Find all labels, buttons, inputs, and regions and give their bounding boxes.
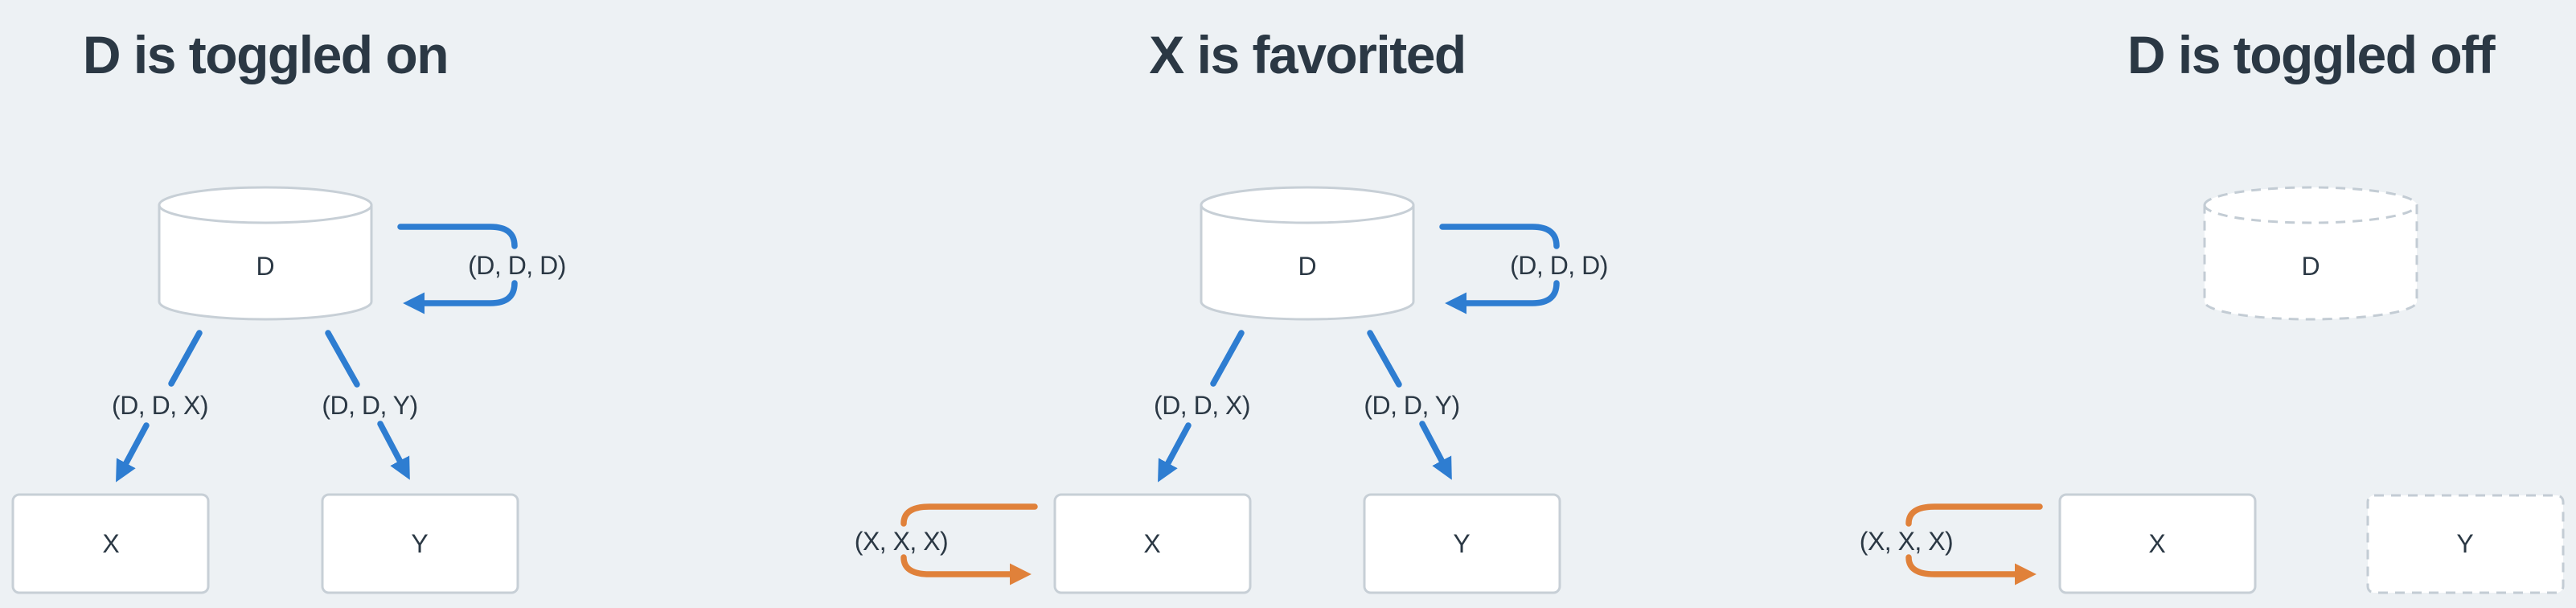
node-label-d: D — [2301, 252, 2320, 281]
panel-d-toggled-on: D is toggled on D (D, D, D) (D, D, X) (D… — [11, 25, 566, 594]
self-loop-d: (D, D, D) — [1439, 224, 1608, 314]
node-label-d: D — [256, 252, 274, 281]
panel-d-toggled-off: D is toggled off D (X, X, X) X Y — [1860, 25, 2565, 594]
self-loop-bottom — [900, 554, 1032, 585]
self-loop-top — [1905, 503, 2043, 527]
panel-x-favorited: X is favorited D (D, D, D) (D, D, X) (D,… — [855, 25, 1608, 594]
node-label-y: Y — [411, 529, 428, 558]
box-node-x: X — [11, 493, 210, 594]
edge-segment-lower — [377, 421, 410, 480]
edge-label-ddx: (D, D, X) — [1154, 391, 1250, 420]
edge-segment-lower — [1158, 422, 1192, 483]
box-y — [321, 493, 519, 594]
self-loop-top — [397, 224, 518, 249]
cylinder-rim — [2203, 204, 2418, 224]
edge-segment-lower — [116, 422, 150, 483]
edge-d-to-y: (D, D, Y) — [1364, 330, 1460, 480]
self-loop-top — [900, 503, 1038, 527]
edge-label-ddy: (D, D, Y) — [1364, 391, 1459, 420]
edge-d-to-x: (D, D, X) — [112, 330, 208, 483]
node-label-y: Y — [1453, 529, 1470, 558]
database-node-d: D — [1200, 186, 1415, 321]
self-loop-x: (X, X, X) — [1860, 503, 2043, 585]
self-loop-top — [1439, 224, 1560, 249]
box-x — [2058, 493, 2257, 594]
self-loop-bottom — [1905, 554, 2037, 585]
box-node-x: X — [2058, 493, 2257, 594]
edge-segment-upper — [325, 330, 360, 388]
edge-segment-lower — [1419, 421, 1452, 480]
box-y — [2366, 494, 2565, 594]
edge-d-to-x: (D, D, X) — [1154, 330, 1250, 483]
edge-segment-upper — [1367, 330, 1402, 388]
box-y — [1363, 493, 1561, 594]
self-loop-bottom — [1445, 280, 1560, 314]
edge-label-ddd: (D, D, D) — [1510, 251, 1608, 280]
box-node-x: X — [1053, 493, 1252, 594]
cylinder-rim — [1200, 204, 1415, 224]
edge-label-ddy: (D, D, Y) — [322, 391, 417, 420]
box-node-y: Y — [321, 493, 519, 594]
edge-label-xxx: (X, X, X) — [1860, 527, 1953, 556]
box-x — [1053, 493, 1252, 594]
panel-title: X is favorited — [1149, 25, 1465, 84]
node-label-x: X — [1143, 529, 1160, 558]
box-node-y: Y — [1363, 493, 1561, 594]
self-loop-x: (X, X, X) — [855, 503, 1038, 585]
edge-d-to-y: (D, D, Y) — [322, 330, 418, 480]
cylinder-rim — [158, 204, 373, 224]
box-node-y-disabled: Y — [2366, 494, 2565, 594]
node-label-x: X — [2148, 529, 2165, 558]
edge-segment-upper — [1210, 330, 1245, 387]
panel-title: D is toggled off — [2127, 25, 2496, 84]
self-loop-bottom — [403, 280, 518, 314]
self-loop-d: (D, D, D) — [397, 224, 566, 314]
panel-title: D is toggled on — [83, 25, 448, 84]
edge-label-ddd: (D, D, D) — [468, 251, 566, 280]
node-label-x: X — [102, 529, 119, 558]
edge-label-ddx: (D, D, X) — [112, 391, 208, 420]
box-x — [11, 493, 210, 594]
edge-segment-upper — [168, 330, 203, 387]
edge-label-xxx: (X, X, X) — [855, 527, 948, 556]
node-label-d: D — [1298, 252, 1316, 281]
database-node-d: D — [158, 186, 373, 321]
database-node-d-disabled: D — [2203, 186, 2418, 321]
node-label-y: Y — [2456, 529, 2473, 558]
